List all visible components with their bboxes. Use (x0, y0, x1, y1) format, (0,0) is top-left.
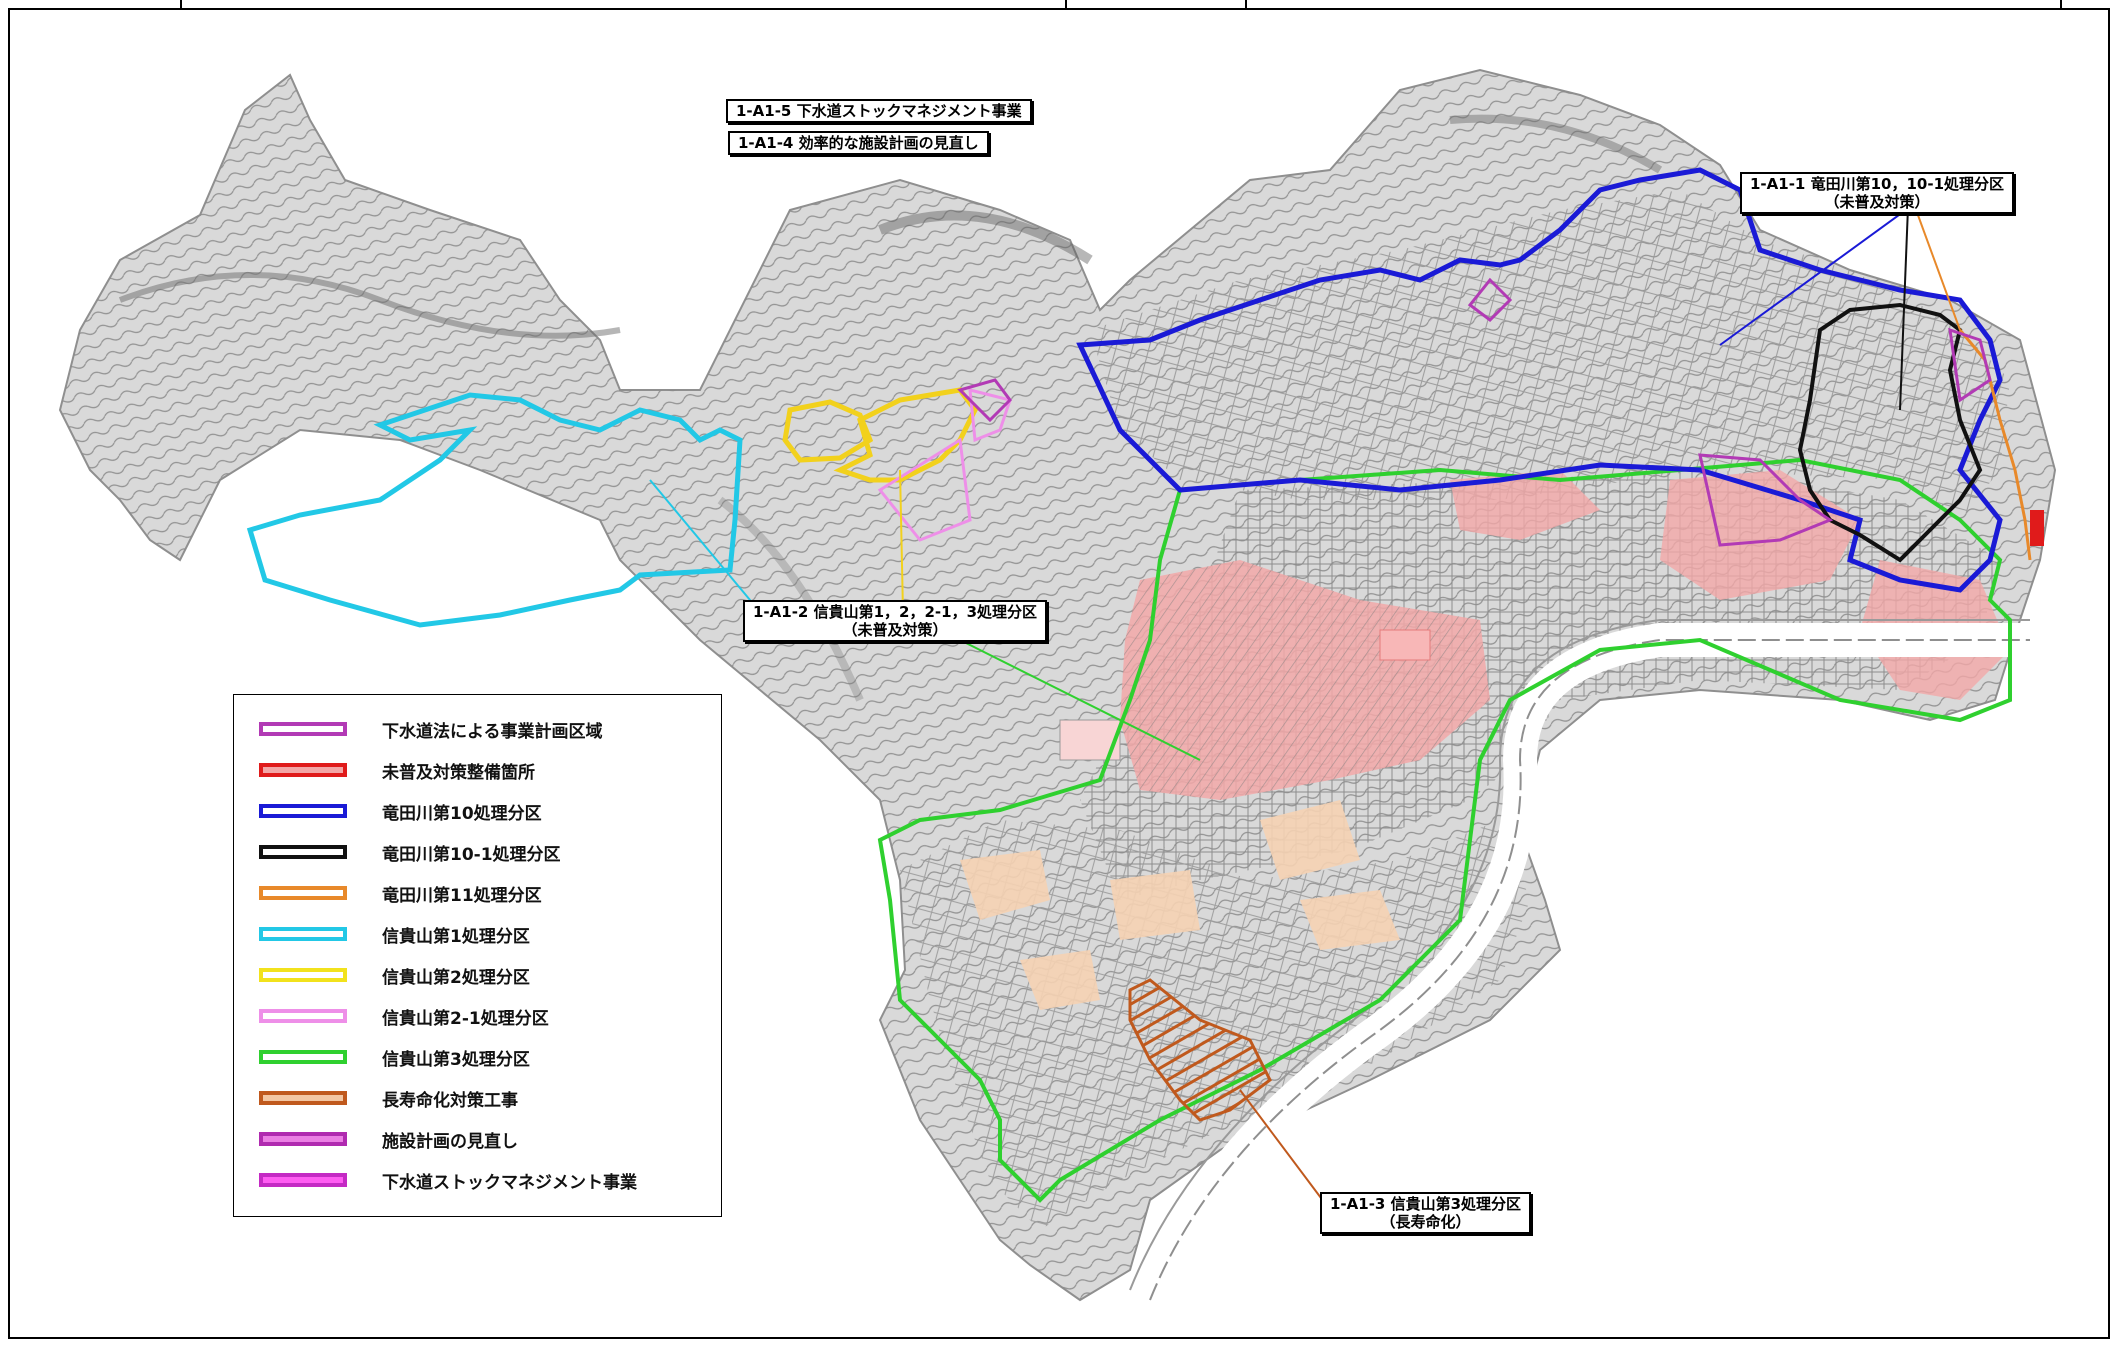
callout-facility-review: 1-A1-4 効率的な施設計画の見直し (728, 131, 989, 155)
legend-label: 未普及対策整備箇所 (382, 762, 535, 783)
legend-swatch (259, 968, 347, 982)
legend-label: 信貴山第1処理分区 (382, 926, 530, 947)
legend-swatch (259, 845, 347, 859)
legend-item: 竜田川第10処理分区 (259, 799, 542, 824)
map-legend: 下水道法による事業計画区域 未普及対策整備箇所 竜田川第10処理分区 竜田川第1… (233, 694, 722, 1217)
legend-item: 竜田川第10-1処理分区 (259, 840, 561, 865)
legend-swatch (259, 722, 347, 736)
legend-swatch (259, 1173, 347, 1187)
legend-item: 信貴山第3処理分区 (259, 1045, 530, 1070)
unserved-areas (1059, 470, 2010, 800)
legend-item: 竜田川第11処理分区 (259, 881, 542, 906)
legend-item: 下水道ストックマネジメント事業 (259, 1168, 637, 1193)
legend-swatch (259, 927, 347, 941)
legend-item: 信貴山第1処理分区 (259, 922, 530, 947)
beige-blocks (960, 800, 1400, 1010)
boundary-shigi3 (877, 457, 2012, 1203)
legend-swatch (259, 1050, 347, 1064)
boundary-tatsuta10 (1076, 167, 2003, 593)
callout-shigi-line2: （未普及対策） (842, 621, 948, 639)
marker-red (2030, 510, 2044, 546)
legend-swatch (259, 1009, 347, 1023)
legend-label: 下水道ストックマネジメント事業 (382, 1172, 637, 1193)
callout-tatsuta-line2: （未普及対策） (1824, 193, 1930, 211)
callout-stock-mgmt: 1-A1-5 下水道ストックマネジメント事業 (726, 99, 1032, 123)
callout-shigi-line1: 1-A1-2 信貴山第1，2，2-1，3処理分区 (753, 603, 1038, 621)
legend-label: 竜田川第11処理分区 (382, 885, 542, 906)
legend-label: 竜田川第10処理分区 (382, 803, 542, 824)
district-boundaries (246, 167, 2044, 1203)
legend-swatch (259, 763, 347, 777)
legend-item: 施設計画の見直し (259, 1127, 518, 1152)
legend-swatch (259, 1132, 347, 1146)
longevity-project (1128, 978, 1272, 1122)
legend-label: 信貴山第3処理分区 (382, 1049, 530, 1070)
leader-lines (649, 206, 1961, 1211)
callout-tatsuta-line1: 1-A1-1 竜田川第10，10-1処理分区 (1750, 175, 2005, 193)
legend-label: 信貴山第2-1処理分区 (382, 1008, 549, 1029)
legend-label: 施設計画の見直し (382, 1131, 518, 1152)
boundary-shigi2-1 (877, 388, 1012, 542)
legend-item: 信貴山第2-1処理分区 (259, 1004, 549, 1029)
boundary-tatsuta10-1 (1797, 302, 1983, 563)
legend-swatch (259, 804, 347, 818)
callout-tatsuta: 1-A1-1 竜田川第10，10-1処理分区 （未普及対策） (1740, 172, 2015, 214)
legend-swatch (259, 1091, 347, 1105)
legend-item: 未普及対策整備箇所 (259, 758, 535, 783)
legend-item: 信貴山第2処理分区 (259, 963, 530, 988)
callout-shigi3-line2: （長寿命化） (1380, 1213, 1471, 1231)
boundary-shigi2 (782, 387, 978, 483)
legend-label: 下水道法による事業計画区域 (382, 721, 603, 742)
boundary-tatsuta11 (1958, 329, 2032, 561)
legend-label: 長寿命化対策工事 (382, 1090, 518, 1111)
callout-shigi3-line1: 1-A1-3 信貴山第3処理分区 (1330, 1195, 1522, 1213)
legend-item: 下水道法による事業計画区域 (259, 717, 603, 742)
boundary-plan-area (1467, 277, 1992, 547)
callout-shigi3: 1-A1-3 信貴山第3処理分区 （長寿命化） (1320, 1192, 1532, 1234)
boundary-shigi1 (246, 392, 743, 628)
legend-label: 信貴山第2処理分区 (382, 967, 530, 988)
legend-swatch (259, 886, 347, 900)
legend-item: 長寿命化対策工事 (259, 1086, 518, 1111)
callout-shigi: 1-A1-2 信貴山第1，2，2-1，3処理分区 （未普及対策） (743, 600, 1048, 642)
legend-label: 竜田川第10-1処理分区 (382, 844, 561, 865)
